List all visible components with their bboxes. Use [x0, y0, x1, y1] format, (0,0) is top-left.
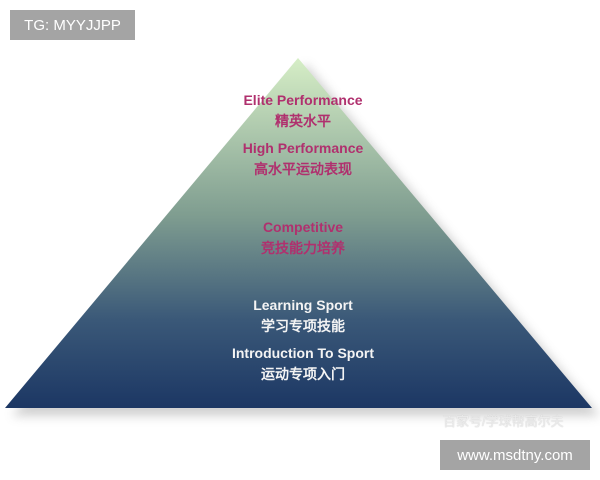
level-en: Competitive [262, 219, 344, 235]
level-zh: 精英水平 [275, 113, 331, 129]
level-zh: 竞技能力培养 [261, 240, 345, 256]
watermark-tg: TG: MYYJJPP [10, 10, 135, 40]
level-en: High Performance [242, 140, 364, 156]
level-competitive: Competitive 竞技能力培养 [203, 218, 403, 257]
level-zh: 高水平运动表现 [254, 161, 352, 177]
source-credit: 百家号/学球帮高尔夫 [443, 414, 564, 429]
level-learning: Learning Sport 学习专项技能 [203, 296, 403, 335]
level-zh: 运动专项入门 [261, 366, 345, 382]
level-en: Introduction To Sport [231, 345, 375, 361]
pyramid-shape [5, 58, 592, 408]
watermark-site: www.msdtny.com [440, 440, 590, 470]
level-high: High Performance 高水平运动表现 [203, 139, 403, 178]
level-elite: Elite Performance 精英水平 [203, 91, 403, 130]
level-introduction: Introduction To Sport 运动专项入门 [203, 344, 403, 383]
level-en: Elite Performance [243, 92, 363, 108]
level-en: Learning Sport [253, 297, 353, 313]
level-zh: 学习专项技能 [261, 318, 345, 334]
